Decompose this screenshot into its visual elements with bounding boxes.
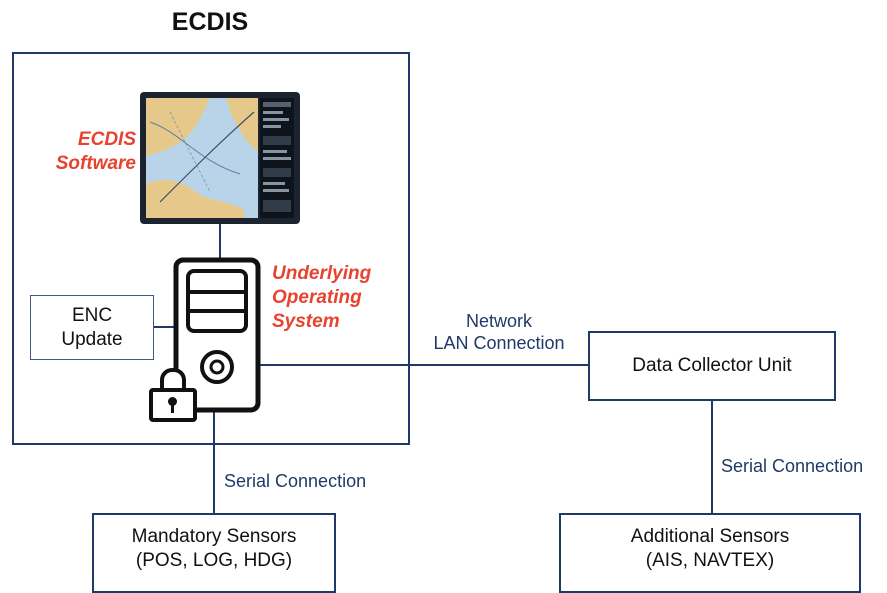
additional-sensors-line2: (AIS, NAVTEX)	[645, 550, 775, 571]
enc-update-line2: Update	[61, 328, 123, 350]
monitor-icon	[140, 92, 300, 224]
enc-update-line1: ENC	[71, 304, 113, 326]
diagram-title: ECDIS	[171, 8, 249, 36]
software-label-line1: ECDIS	[77, 129, 136, 150]
computer-tower-icon	[172, 257, 262, 413]
ecdis-frame	[12, 52, 410, 445]
serial-connection-left-label: Serial Connection	[224, 471, 367, 491]
tower-to-mandatory-line	[213, 412, 215, 514]
additional-sensors-line1: Additional Sensors	[630, 526, 790, 547]
enc-update-box: ENC Update	[30, 295, 154, 360]
monitor-to-tower-line	[219, 224, 221, 258]
additional-sensors-box: Additional Sensors (AIS, NAVTEX)	[559, 513, 861, 593]
lan-connection-line	[258, 364, 590, 366]
network-label-line1: Network	[465, 311, 532, 331]
os-label-line2: Operating	[272, 287, 362, 308]
data-collector-unit-box: Data Collector Unit	[588, 331, 836, 401]
software-label-line2: Software	[55, 153, 136, 174]
operating-system-label: Underlying Operating System	[272, 262, 392, 334]
collector-to-additional-line	[711, 400, 713, 514]
padlock-keyhole-slot	[171, 403, 174, 413]
ecdis-software-label: ECDIS Software	[38, 128, 136, 176]
network-lan-label: Network LAN Connection	[414, 310, 584, 354]
padlock-keyhole	[168, 397, 177, 406]
network-label-line2: LAN Connection	[433, 333, 565, 353]
mandatory-sensors-line1: Mandatory Sensors	[131, 526, 297, 547]
enc-to-tower-line	[153, 326, 177, 328]
mandatory-sensors-line2: (POS, LOG, HDG)	[135, 550, 293, 571]
os-label-line1: Underlying	[272, 263, 372, 284]
mandatory-sensors-box: Mandatory Sensors (POS, LOG, HDG)	[92, 513, 336, 593]
serial-connection-right-label: Serial Connection	[721, 456, 864, 476]
data-collector-label: Data Collector Unit	[632, 355, 792, 376]
os-label-line3: System	[272, 311, 340, 332]
